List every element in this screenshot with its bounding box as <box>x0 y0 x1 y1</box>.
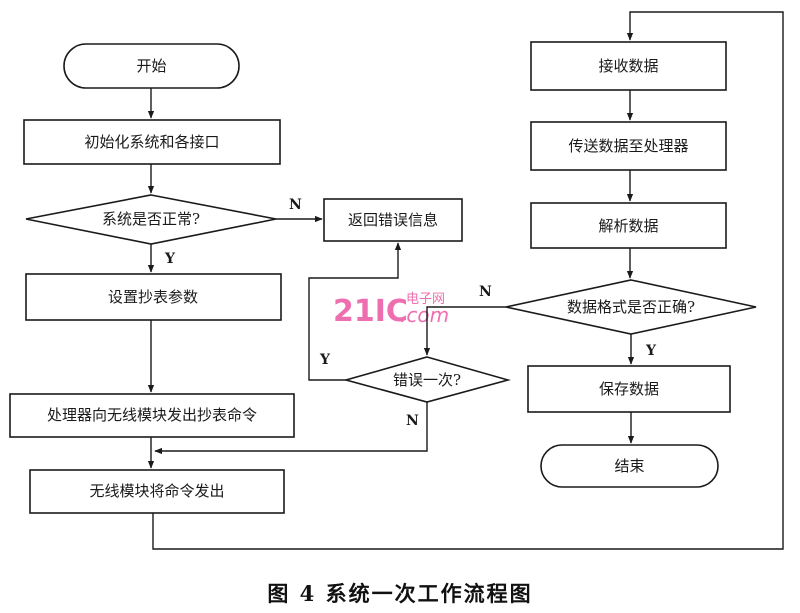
set-params-box-shape <box>25 273 282 321</box>
parse-label: 解析数据 <box>598 217 658 235</box>
node-init: 初始化系统和各接口 <box>23 119 281 165</box>
label-format-no: N <box>479 284 492 300</box>
node-retry-check: 错误一次? <box>343 356 511 403</box>
save-label: 保存数据 <box>599 380 659 398</box>
watermark-main: 21IC <box>333 294 408 329</box>
check-normal-label: 系统是否正常? <box>102 210 200 228</box>
node-parse: 解析数据 <box>530 202 727 249</box>
parse-box-shape <box>530 202 727 249</box>
format-check-label: 数据格式是否正确? <box>567 298 695 316</box>
node-wireless-send: 无线模块将命令发出 <box>29 469 285 514</box>
init-box-shape <box>23 119 281 165</box>
node-start: 开始 <box>63 43 240 89</box>
flowchart-diagram: 21IC 电子网 .com 开始 初始化系统和各接口 系统是否正常? N Y 设… <box>9 11 784 550</box>
save-box-shape <box>527 365 731 413</box>
return-error-label: 返回错误信息 <box>348 211 438 229</box>
wireless-send-box-shape <box>29 469 285 514</box>
end-label: 结束 <box>614 457 644 475</box>
node-save: 保存数据 <box>527 365 731 413</box>
figure-caption: 图 4 系统一次工作流程图 <box>267 581 533 606</box>
receive-label: 接收数据 <box>598 57 658 75</box>
edge-retry-no-to-wireless <box>154 402 428 455</box>
node-processor-send: 处理器向无线模块发出抄表命令 <box>9 393 295 438</box>
label-retry-yes: Y <box>319 352 331 368</box>
return-error-box-shape <box>323 198 463 242</box>
retry-check-label: 错误一次? <box>393 371 461 389</box>
node-format-check: 数据格式是否正确? <box>505 279 757 335</box>
edge-format-no-to-retry <box>423 306 506 356</box>
node-check-normal: 系统是否正常? <box>25 194 277 245</box>
label-check-yes: Y <box>164 251 176 267</box>
node-transfer: 传送数据至处理器 <box>530 121 727 171</box>
wireless-send-label: 无线模块将命令发出 <box>89 482 224 500</box>
node-return-error: 返回错误信息 <box>323 198 463 242</box>
processor-send-box-shape <box>9 393 295 438</box>
watermark-logo: 21IC 电子网 .com <box>333 292 449 329</box>
node-end: 结束 <box>540 444 719 488</box>
node-set-params: 设置抄表参数 <box>25 273 282 321</box>
init-label: 初始化系统和各接口 <box>84 133 219 151</box>
processor-send-label: 处理器向无线模块发出抄表命令 <box>47 406 257 424</box>
label-format-yes: Y <box>645 343 657 359</box>
label-retry-no: N <box>406 413 419 429</box>
set-params-label: 设置抄表参数 <box>108 288 198 306</box>
transfer-box-shape <box>530 121 727 171</box>
label-check-no: N <box>289 197 302 213</box>
watermark-sub: 电子网 <box>406 292 445 307</box>
node-receive: 接收数据 <box>530 41 727 91</box>
end-terminal-shape <box>540 444 719 488</box>
transfer-label: 传送数据至处理器 <box>568 137 688 155</box>
receive-box-shape <box>530 41 727 91</box>
edge-wireless-to-receive <box>152 11 784 550</box>
edge-retry-yes-to-error <box>308 242 402 381</box>
start-label: 开始 <box>136 57 166 75</box>
